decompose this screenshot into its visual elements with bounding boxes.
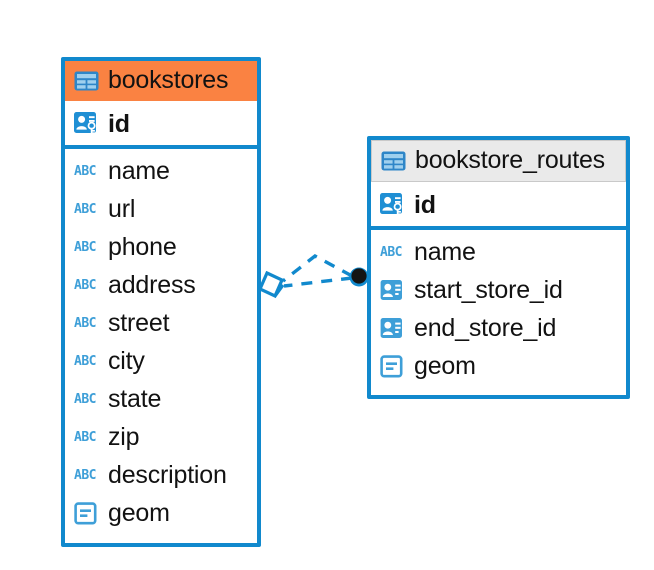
abc-text-icon: ABC bbox=[74, 353, 96, 369]
table-icon bbox=[381, 151, 406, 171]
relationship-line-end-store-id[interactable] bbox=[283, 276, 353, 288]
field-label: end_store_id bbox=[414, 313, 557, 342]
primary-key-icon bbox=[380, 193, 406, 217]
entity-fields-bookstore-routes: ABC name start_store_id bbox=[371, 230, 626, 390]
abc-text-icon: ABC bbox=[74, 201, 96, 217]
abc-text-icon: ABC bbox=[74, 277, 96, 293]
geometry-icon bbox=[380, 354, 406, 378]
field-row-description[interactable]: ABC description bbox=[65, 456, 257, 494]
entity-fields-bookstores: ABC name ABC url ABC phone ABC address A… bbox=[65, 149, 257, 537]
primary-key-divider bbox=[65, 145, 257, 149]
field-label: description bbox=[108, 460, 227, 489]
abc-text-icon: ABC bbox=[380, 244, 402, 260]
field-label: url bbox=[108, 194, 136, 223]
field-row-zip[interactable]: ABC zip bbox=[65, 418, 257, 456]
field-row-state[interactable]: ABC state bbox=[65, 380, 257, 418]
geometry-icon bbox=[74, 501, 100, 525]
field-row-geom[interactable]: geom bbox=[371, 347, 626, 385]
field-label: id bbox=[108, 109, 130, 138]
entity-header-bookstores[interactable]: bookstores bbox=[65, 61, 257, 101]
entity-header-bookstore-routes[interactable]: bookstore_routes bbox=[371, 140, 626, 182]
primary-key-icon bbox=[74, 112, 100, 136]
abc-text-icon: ABC bbox=[74, 391, 96, 407]
field-row-bookstore-routes-id[interactable]: id bbox=[371, 182, 626, 226]
abc-text-icon: ABC bbox=[74, 315, 96, 331]
field-row-start-store-id[interactable]: start_store_id bbox=[371, 271, 626, 309]
abc-text-icon: ABC bbox=[74, 429, 96, 445]
field-row-name[interactable]: ABC name bbox=[371, 233, 626, 271]
filled-circle-marker-icon bbox=[349, 267, 369, 287]
field-row-address[interactable]: ABC address bbox=[65, 266, 257, 304]
field-label: name bbox=[414, 237, 476, 266]
entity-bookstore-routes[interactable]: bookstore_routes id bbox=[367, 136, 630, 399]
field-label: address bbox=[108, 270, 196, 299]
primary-key-divider bbox=[371, 226, 626, 230]
field-label: name bbox=[108, 156, 170, 185]
diamond-marker-icon bbox=[257, 270, 285, 299]
field-label: state bbox=[108, 384, 162, 413]
entity-name-label: bookstores bbox=[108, 66, 229, 94]
field-row-city[interactable]: ABC city bbox=[65, 342, 257, 380]
relationship-line-start-store-id[interactable] bbox=[281, 253, 353, 283]
field-row-url[interactable]: ABC url bbox=[65, 190, 257, 228]
abc-text-icon: ABC bbox=[74, 163, 96, 179]
field-row-end-store-id[interactable]: end_store_id bbox=[371, 309, 626, 347]
field-label: id bbox=[414, 190, 436, 219]
field-row-geom[interactable]: geom bbox=[65, 494, 257, 532]
field-row-name[interactable]: ABC name bbox=[65, 152, 257, 190]
field-label: zip bbox=[108, 422, 140, 451]
field-row-street[interactable]: ABC street bbox=[65, 304, 257, 342]
field-label: street bbox=[108, 308, 170, 337]
field-label: city bbox=[108, 346, 145, 375]
abc-text-icon: ABC bbox=[74, 239, 96, 255]
field-label: geom bbox=[414, 351, 476, 380]
entity-name-label: bookstore_routes bbox=[415, 146, 605, 174]
foreign-key-icon bbox=[380, 317, 406, 340]
table-icon bbox=[74, 71, 99, 91]
field-label: start_store_id bbox=[414, 275, 563, 304]
entity-bookstores[interactable]: bookstores id bbox=[61, 57, 261, 547]
foreign-key-icon bbox=[380, 279, 406, 302]
field-row-bookstores-id[interactable]: id bbox=[65, 101, 257, 145]
field-row-phone[interactable]: ABC phone bbox=[65, 228, 257, 266]
field-label: geom bbox=[108, 498, 170, 527]
abc-text-icon: ABC bbox=[74, 467, 96, 483]
field-label: phone bbox=[108, 232, 177, 261]
